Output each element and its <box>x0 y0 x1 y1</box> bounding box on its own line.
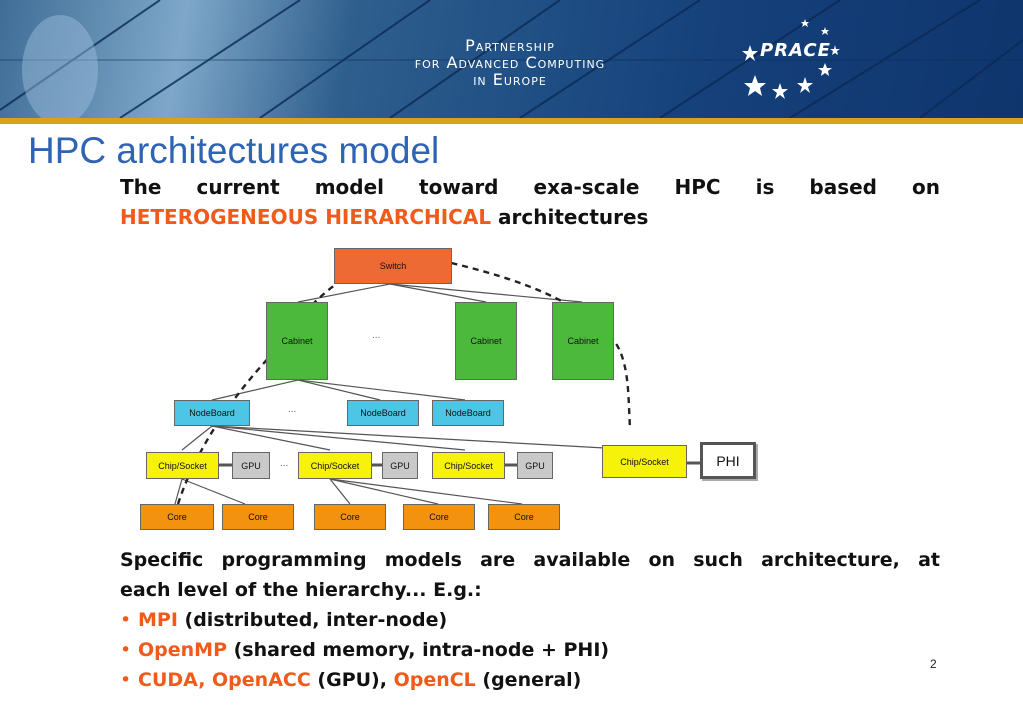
nodeboard-box-3: NodeBoard <box>432 400 504 426</box>
banner-decoration <box>0 0 1023 118</box>
connector-cabinet-node-2 <box>297 379 381 401</box>
org-line-3: in Europe <box>473 70 547 89</box>
bullet-mpi-text: (distributed, inter-node) <box>177 609 448 631</box>
chip-socket-box-3: Chip/Socket <box>432 452 505 479</box>
phi-box: PHI <box>700 442 756 479</box>
bullet-opencl-accent: OpenCL <box>393 669 476 691</box>
bullet-dot: • <box>120 669 132 691</box>
organization-name: Partnership for Advanced Computing in Eu… <box>300 37 720 88</box>
connector-node-chip-4 <box>211 425 641 451</box>
cabinet-box-2: Cabinet <box>455 302 517 380</box>
page-title: HPC architectures model <box>28 130 440 171</box>
bullet-mpi: • MPI (distributed, inter-node) <box>120 605 940 635</box>
bullet-cuda: • CUDA, OpenACC (GPU), OpenCL (general) <box>120 665 940 695</box>
connector-cabinet-node-1 <box>211 379 299 401</box>
gpu-box-1: GPU <box>232 452 270 479</box>
core-box-5: Core <box>488 504 560 530</box>
body-paragraph-line-1: Specific programming models are availabl… <box>120 549 940 571</box>
bullet-cuda-mid: (GPU), <box>310 669 394 691</box>
cabinet-box-1: Cabinet <box>266 302 328 380</box>
org-line-1: Partnership <box>465 36 555 55</box>
cabinet-box-3: Cabinet <box>552 302 614 380</box>
gpu-box-3: GPU <box>517 452 553 479</box>
core-box-2: Core <box>222 504 294 530</box>
connector-node-chip-1 <box>181 425 213 451</box>
connector-switch-cabinet-2 <box>389 283 487 303</box>
bullet-dot: • <box>120 639 132 661</box>
intro-rest: architectures <box>491 205 649 229</box>
header-divider <box>0 118 1023 124</box>
nodeboard-box-1: NodeBoard <box>174 400 250 426</box>
bullet-openmp: • OpenMP (shared memory, intra-node + PH… <box>120 635 940 665</box>
page-number: 2 <box>930 657 937 671</box>
core-box-3: Core <box>314 504 386 530</box>
switch-box: Switch <box>334 248 452 284</box>
ellipsis-nodes: ... <box>288 404 297 415</box>
connector-node-chip-3 <box>211 425 466 451</box>
bullet-cuda-text: (general) <box>475 669 582 691</box>
bullet-cuda-accent: CUDA, OpenACC <box>138 669 311 691</box>
chip-socket-box-1: Chip/Socket <box>146 452 219 479</box>
bullet-dot: • <box>120 609 132 631</box>
bullet-openmp-accent: OpenMP <box>138 639 227 661</box>
nodeboard-box-2: NodeBoard <box>347 400 419 426</box>
header-banner: Partnership for Advanced Computing in Eu… <box>0 0 1023 118</box>
core-box-4: Core <box>403 504 475 530</box>
connector-cabinet-node-3 <box>297 379 466 401</box>
connector-switch-cabinet-1 <box>297 283 391 303</box>
architecture-diagram: Switch Cabinet ... Cabinet Cabinet NodeB… <box>130 236 770 536</box>
prace-stars-logo <box>742 19 840 99</box>
gpu-box-2: GPU <box>382 452 418 479</box>
ellipsis-chips: ... <box>280 458 289 469</box>
chip-socket-box-2: Chip/Socket <box>298 452 372 479</box>
bullet-openmp-text: (shared memory, intra-node + PHI) <box>227 639 610 661</box>
logo-text: PRACE <box>760 40 831 61</box>
core-box-1: Core <box>140 504 214 530</box>
connector-node-chip-2 <box>211 425 331 451</box>
connector-switch-cabinet-3 <box>389 283 583 303</box>
intro-line-1: The current model toward exa-scale HPC i… <box>120 175 940 199</box>
chip-socket-box-4: Chip/Socket <box>602 445 687 478</box>
body-text: Specific programming models are availabl… <box>120 545 940 695</box>
intro-line-2: HETEROGENEOUS HIERARCHICAL architectures <box>120 202 648 232</box>
bullet-mpi-accent: MPI <box>138 609 178 631</box>
body-paragraph-line-2: each level of the hierarchy... E.g.: <box>120 579 482 601</box>
intro-accent: HETEROGENEOUS HIERARCHICAL <box>120 205 492 229</box>
org-line-2: for Advanced Computing <box>414 53 606 72</box>
ellipsis-cabinets: ... <box>372 330 381 341</box>
